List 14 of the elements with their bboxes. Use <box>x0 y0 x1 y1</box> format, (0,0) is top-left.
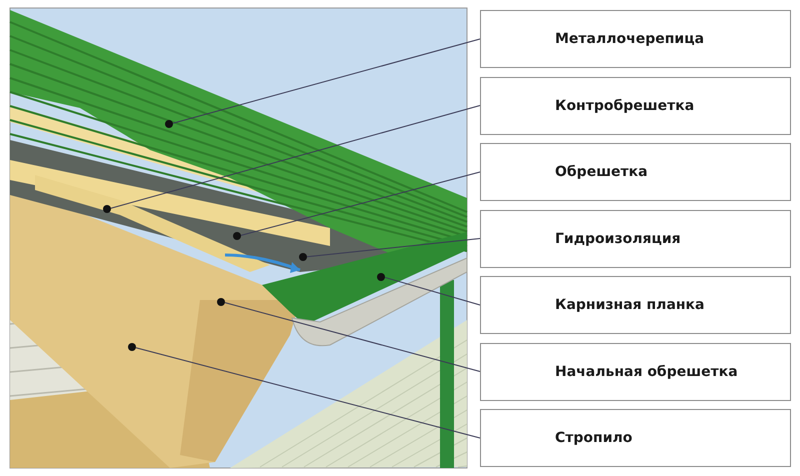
leader-line <box>172 38 480 124</box>
callout-label: Обрешетка <box>480 143 791 201</box>
leader-line <box>384 276 480 306</box>
leader-line <box>110 105 480 209</box>
callout-label: Начальная обрешетка <box>480 342 791 400</box>
leader-line <box>306 238 480 258</box>
callout-label: Карнизная планка <box>480 276 791 334</box>
callout-label: Контробрешетка <box>480 76 791 134</box>
callout-label: Стропило <box>480 409 791 467</box>
leader-line <box>135 347 480 438</box>
callout-label: Металлочерепица <box>480 10 791 68</box>
callout-label: Гидроизоляция <box>480 210 791 268</box>
leader-line <box>224 302 480 372</box>
leader-line <box>240 172 480 236</box>
